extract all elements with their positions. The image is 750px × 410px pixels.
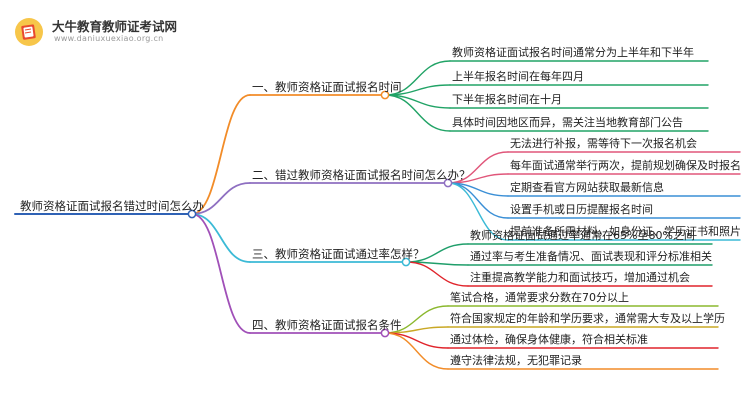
root-node-label: 教师资格证面试报名错过时间怎么办 xyxy=(20,199,204,213)
leaf-node: 定期查看官方网站获取最新信息 xyxy=(510,181,664,194)
branch-label-missed-registration: 二、错过教师资格证面试报名时间怎么办？ xyxy=(252,168,471,182)
leaf-connector xyxy=(384,332,449,349)
leaf-node: 注重提高教学能力和面试技巧，增加通过机会 xyxy=(470,271,690,284)
leaf-node: 遵守法律法规，无犯罪记录 xyxy=(450,354,582,367)
leaf-node: 具体时间因地区而异，需关注当地教育部门公告 xyxy=(452,116,683,129)
branch-connector xyxy=(191,213,251,334)
leaf-node: 无法进行补报，需等待下一次报名机会 xyxy=(510,137,697,150)
branch-junction-dot xyxy=(443,178,453,188)
leaf-node: 符合国家规定的年龄和学历要求，通常需大专及以上学历 xyxy=(450,312,725,325)
leaf-node: 提前准备所需材料，如身份证、学历证书和照片 xyxy=(510,225,741,238)
leaf-node: 设置手机或日历提醒报名时间 xyxy=(510,203,653,216)
branch-junction-dot xyxy=(380,328,390,338)
leaf-connector xyxy=(405,261,469,287)
branch-label-registration-time: 一、教师资格证面试报名时间 xyxy=(252,80,402,94)
leaf-node: 每年面试通常举行两次，提前规划确保及时报名 xyxy=(510,159,741,172)
leaf-node: 教师资格证面试通过率通常在65%至80%之间 xyxy=(470,229,695,242)
root-junction-dot xyxy=(187,209,197,219)
leaf-connector xyxy=(384,94,451,132)
logo xyxy=(14,17,44,47)
logo-icon xyxy=(15,18,43,46)
leaf-node: 通过率与考生准备情况、面试表现和评分标准相关 xyxy=(470,250,712,263)
branch-junction-dot xyxy=(401,257,411,267)
branch-connector xyxy=(191,182,251,215)
branch-connector xyxy=(191,213,251,263)
branch-label-requirements: 四、教师资格证面试报名条件 xyxy=(252,318,402,332)
leaf-connector xyxy=(447,182,509,241)
leaf-node: 教师资格证面试报名时间通常分为上半年和下半年 xyxy=(452,46,694,59)
branch-connector xyxy=(191,94,251,215)
leaf-node: 笔试合格，通常要求分数在70分以上 xyxy=(450,291,629,304)
leaf-node: 下半年报名时间在十月 xyxy=(452,93,562,106)
brand-url: www.daniuxuexiao.org.cn xyxy=(54,34,164,43)
leaf-node: 通过体检，确保身体健康，符合相关标准 xyxy=(450,333,648,346)
branch-label-pass-rate: 三、教师资格证面试通过率怎样？ xyxy=(252,247,425,261)
branch-junction-dot xyxy=(380,90,390,100)
leaf-connector xyxy=(384,332,449,370)
leaf-node: 上半年报名时间在每年四月 xyxy=(452,70,584,83)
brand-title: 大牛教育教师证考试网 xyxy=(52,19,178,34)
